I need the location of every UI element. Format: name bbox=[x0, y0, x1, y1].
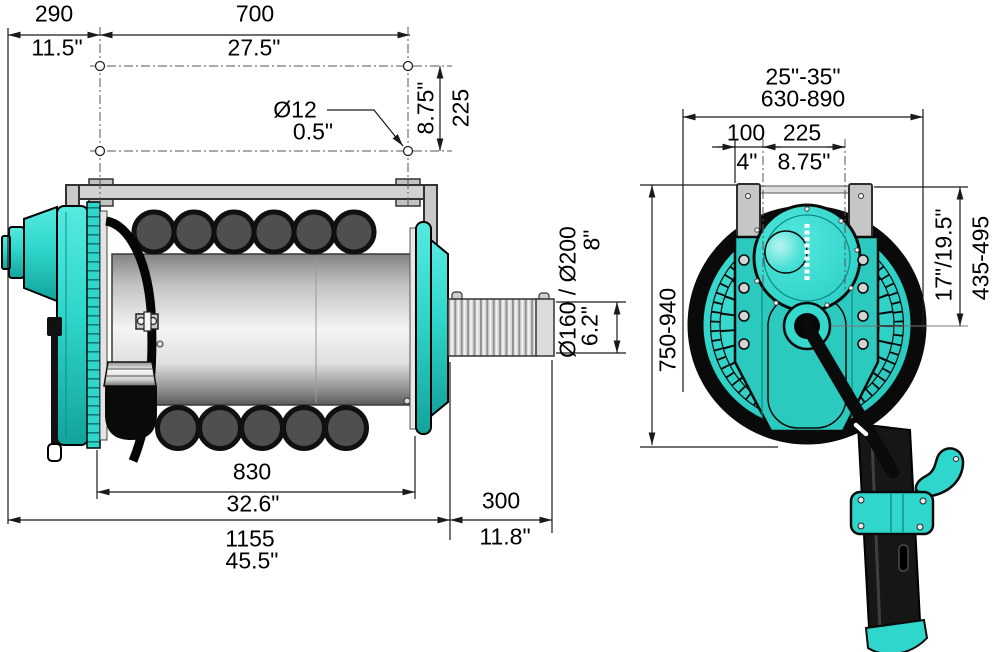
hose-coils-top bbox=[131, 209, 377, 255]
outlet-inner-in: 6.2" bbox=[576, 305, 603, 347]
dim-300-in: 11.8" bbox=[479, 523, 531, 550]
width-range-mm: 630-890 bbox=[760, 85, 846, 112]
outlet-spout bbox=[447, 291, 555, 357]
outlet-dia-in: 8" bbox=[578, 229, 605, 251]
mounting-holes bbox=[94, 60, 414, 157]
hole-dia-in: 0.5" bbox=[292, 118, 334, 145]
hole-dia-mm: Ø12 bbox=[273, 96, 317, 123]
hole-leader-line bbox=[327, 109, 404, 147]
dim-bolt-v-in: 8.75" bbox=[412, 81, 439, 135]
height-range-mm: 750-940 bbox=[654, 287, 681, 373]
dim-300-mm: 300 bbox=[481, 487, 521, 514]
dim-700-in: 27.5" bbox=[227, 34, 281, 61]
side-view bbox=[1, 178, 555, 463]
tube-clamp bbox=[849, 447, 965, 652]
axle-height-mm: 435-495 bbox=[967, 215, 994, 301]
hose-clamp bbox=[135, 311, 159, 332]
hose-hook bbox=[914, 447, 965, 499]
gearbox bbox=[733, 203, 880, 433]
flange-bolts bbox=[738, 254, 869, 350]
dim-830-mm: 830 bbox=[232, 458, 272, 485]
hose-nozzle bbox=[103, 361, 157, 440]
dim-830-in: 32.6" bbox=[226, 490, 280, 517]
dim-1155-mm: 1155 bbox=[225, 525, 275, 552]
tube-tip bbox=[864, 618, 929, 652]
dim-100-in: 4" bbox=[736, 148, 758, 175]
motor-assembly bbox=[1, 201, 108, 449]
support-rod bbox=[47, 317, 62, 462]
gear-ring bbox=[86, 201, 101, 449]
dim-100-mm: 100 bbox=[726, 119, 766, 146]
dim-700-mm: 700 bbox=[235, 0, 275, 27]
dim-bolt-v-mm: 225 bbox=[447, 88, 474, 128]
drum bbox=[111, 253, 421, 406]
dim-1155-in: 45.5" bbox=[225, 547, 279, 574]
crank-handle bbox=[800, 319, 900, 479]
centerlines bbox=[90, 27, 846, 292]
dimension-lines bbox=[7, 27, 968, 540]
dim-225-mm: 225 bbox=[782, 119, 822, 146]
dim-290-in: 11.5" bbox=[31, 34, 83, 61]
dim-290-mm: 290 bbox=[34, 0, 74, 27]
width-range-in: 25"-35" bbox=[765, 63, 841, 90]
axle-height-in: 17"/19.5" bbox=[930, 208, 957, 302]
end-view bbox=[687, 183, 965, 652]
dim-225-in: 8.75" bbox=[777, 148, 831, 175]
right-flange bbox=[409, 221, 449, 435]
hose-coils-bottom bbox=[155, 405, 369, 451]
